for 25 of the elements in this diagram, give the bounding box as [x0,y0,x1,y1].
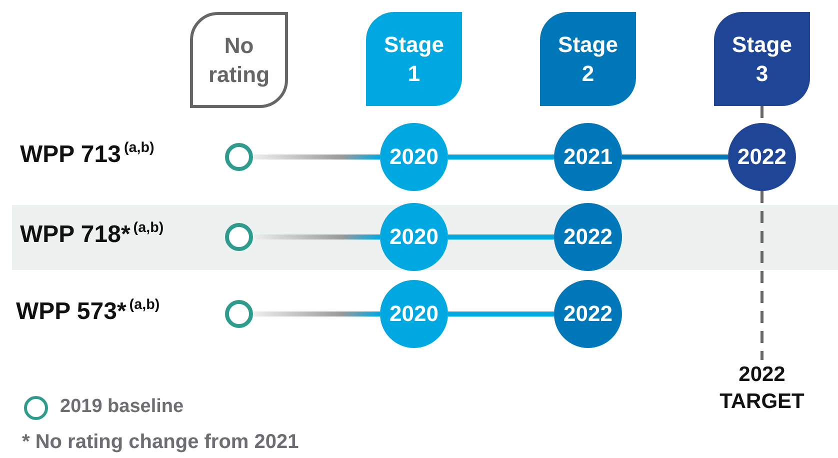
stage-header-box: Stage 1 [366,12,462,106]
stage-header-box: No rating [190,12,288,108]
timeline-connector [622,154,728,160]
year-circle: 2020 [380,280,448,348]
timeline-connector [253,154,380,160]
timeline-connector [253,234,380,240]
dashed-connector [760,191,764,360]
timeline-connector [448,234,554,240]
stage-header-box: Stage 3 [714,12,810,106]
target-label: 2022 TARGET [707,360,817,416]
year-circle: 2020 [380,123,448,191]
year-circle: 2022 [554,280,622,348]
footnote: * No rating change from 2021 [22,431,299,454]
timeline-connector [448,312,554,316]
baseline-circle [225,300,253,328]
row-label: WPP 713$^{(a,b)}$ [20,140,154,170]
timeline-connector [448,154,554,160]
timeline-connector [253,312,380,316]
stage-header-box: Stage 2 [540,12,636,106]
row-label: WPP 573*$^{(a,b)}$ [16,297,160,326]
year-circle: 2021 [554,123,622,191]
row-label: WPP 718*$^{(a,b)}$ [20,220,164,250]
baseline-circle [225,143,253,171]
legend-label: 2019 baseline [60,396,184,418]
year-circle: 2022 [728,123,796,191]
